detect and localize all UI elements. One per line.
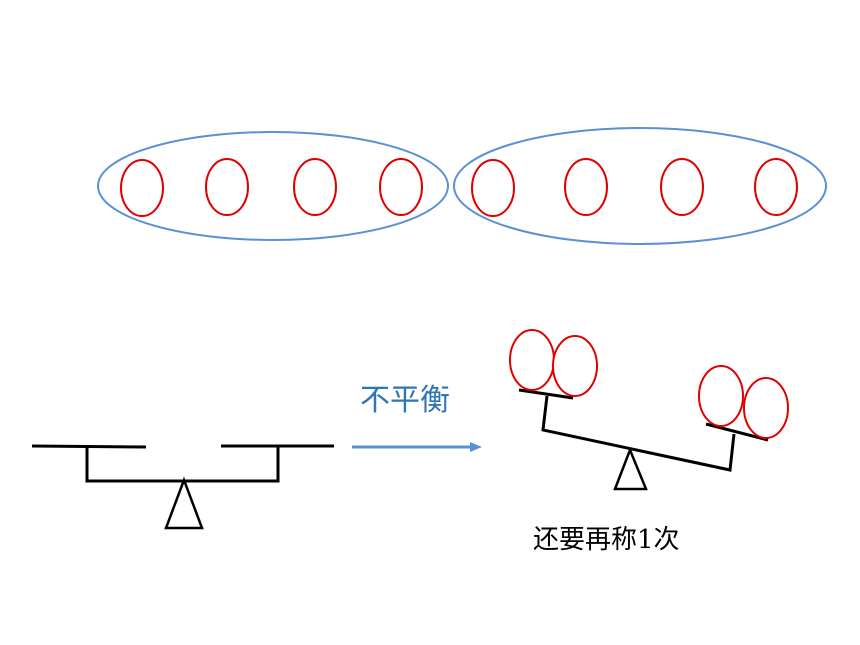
result-note: 还要再称1次 bbox=[533, 525, 680, 555]
arrow-label: 不平衡 bbox=[360, 383, 450, 418]
scale-pan-left bbox=[518, 388, 574, 400]
coin bbox=[379, 158, 423, 216]
coin bbox=[743, 377, 789, 439]
coin bbox=[754, 158, 798, 216]
coin-group-right bbox=[453, 127, 827, 245]
coin bbox=[120, 159, 164, 217]
coin bbox=[564, 158, 608, 216]
coin-group-left bbox=[97, 131, 449, 241]
coin bbox=[293, 158, 337, 216]
balance-scale-empty bbox=[31, 444, 334, 530]
scale-fulcrum bbox=[164, 476, 204, 530]
coin bbox=[509, 329, 555, 391]
balance-scale-tilted bbox=[518, 388, 769, 491]
arrow bbox=[352, 442, 482, 452]
coin bbox=[205, 158, 249, 216]
scale-beam bbox=[85, 446, 280, 483]
coins-left-pan bbox=[509, 329, 598, 397]
scale-pan-right bbox=[705, 422, 769, 442]
coin bbox=[698, 365, 744, 427]
coin bbox=[660, 158, 704, 216]
coin bbox=[471, 159, 515, 217]
scale-fulcrum bbox=[613, 446, 648, 491]
group-outline-left bbox=[97, 131, 449, 241]
coin bbox=[552, 335, 598, 397]
group-outline-right bbox=[453, 127, 827, 245]
scale-beam bbox=[541, 395, 736, 472]
scale-pan-left bbox=[31, 444, 147, 449]
coins-right-pan bbox=[698, 365, 789, 439]
